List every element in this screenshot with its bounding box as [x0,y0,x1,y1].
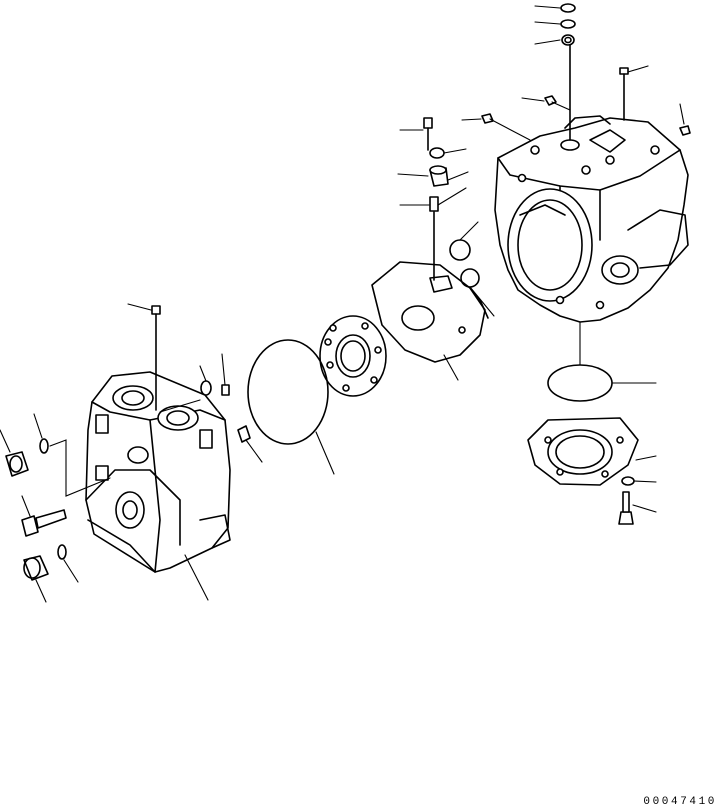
drawing-code: 00047410 [643,796,717,808]
flange-assembly [527,321,657,525]
stud-with-washers [534,3,576,141]
large-o-ring [247,339,335,475]
pump-case-body [494,115,689,323]
valve-plate [371,261,489,381]
left-fasteners [0,303,263,603]
end-cap-block [85,371,231,573]
pin-and-fittings [397,117,495,317]
plug-bolts-right [461,65,691,141]
cylinder-block-plate [319,315,387,397]
